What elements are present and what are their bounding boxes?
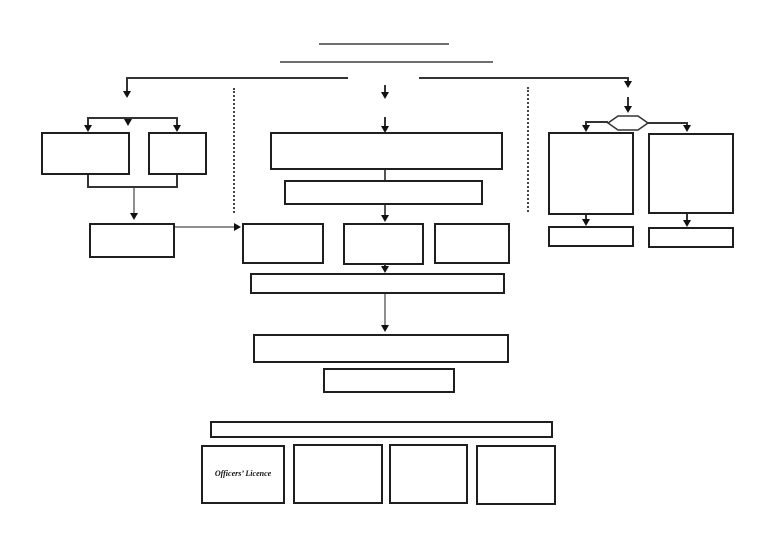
middle-branch-arrow-1-icon <box>381 92 389 99</box>
left-branch-arrow-icon <box>123 91 131 98</box>
right-tall-box-2 <box>648 133 734 214</box>
left-split-arrow-b-icon <box>173 125 181 132</box>
right-tall2-arrow-icon <box>683 220 691 227</box>
decision-hexagon <box>606 115 650 131</box>
right-tall-box-1 <box>548 132 634 215</box>
right-tall2-connector <box>686 214 688 220</box>
left-split-arrow-mid-icon <box>124 119 132 126</box>
right-tall1-connector <box>585 215 587 220</box>
right-branch-connector-1 <box>627 77 629 82</box>
bottom-bar <box>210 421 553 438</box>
middle-sub-box <box>284 180 483 205</box>
hexagon-left-connector <box>585 121 587 126</box>
row-to-wide1-connector <box>384 264 386 267</box>
left-to-middle-connector <box>175 226 234 228</box>
wide1-to-wide2-arrow-icon <box>381 325 389 332</box>
hexagon-left-arrow-icon <box>582 125 590 132</box>
left-branch-connector <box>126 77 128 91</box>
dotted-separator-right <box>527 87 529 212</box>
middle-branch-connector-2 <box>384 117 386 127</box>
left-split-arrow-a-icon <box>84 125 92 132</box>
row-to-wide1-arrow-icon <box>381 266 389 273</box>
officers-licence-label: Officers’ Licence <box>214 469 272 479</box>
branch-line-left <box>127 77 348 79</box>
middle-row-box-2 <box>343 223 424 265</box>
dotted-separator-left <box>233 88 235 213</box>
right-tall1-arrow-icon <box>582 219 590 226</box>
middle-row-box-1 <box>242 223 324 264</box>
hexagon-left-line <box>586 121 608 123</box>
middle-main-box <box>270 132 503 170</box>
middle-branch-arrow-2-icon <box>381 126 389 133</box>
branch-line-right <box>419 77 629 79</box>
left-box-a <box>41 132 130 175</box>
hexagon-right-arrow-icon <box>683 125 691 132</box>
middle-wide-box-1 <box>250 273 505 294</box>
left-split-connector-a <box>87 117 89 125</box>
right-small-box-2 <box>648 227 734 248</box>
middle-small-box <box>323 368 455 393</box>
left-merge-box <box>89 223 175 258</box>
middle-sub-to-row-arrow-icon <box>381 215 389 222</box>
hexagon-right-connector <box>686 122 688 126</box>
right-branch-connector-2 <box>627 97 629 107</box>
left-split-line <box>87 117 178 119</box>
title-underline-bottom <box>280 61 493 63</box>
wide1-to-wide2-connector <box>384 294 386 325</box>
title-underline-top <box>319 43 449 45</box>
right-branch-arrow-2-icon <box>624 106 632 113</box>
bottom-box-2 <box>293 444 383 504</box>
left-merge-bracket-left <box>87 175 89 188</box>
left-box-b <box>148 132 207 175</box>
middle-sub-to-row-connector <box>384 205 386 216</box>
bottom-box-4 <box>476 445 556 505</box>
left-to-middle-arrow-icon <box>234 223 241 231</box>
left-split-connector-mid <box>127 117 129 120</box>
bottom-box-3 <box>389 444 468 504</box>
officers-licence-box: Officers’ Licence <box>201 445 285 504</box>
left-merge-bracket-bottom <box>87 186 178 188</box>
left-split-connector-b <box>176 117 178 125</box>
right-branch-arrow-1-icon <box>624 81 632 88</box>
middle-branch-connector-1 <box>384 85 386 93</box>
left-merge-arrow-icon <box>130 213 138 220</box>
left-merge-bracket-right <box>176 175 178 188</box>
middle-row-box-3 <box>434 223 510 264</box>
hexagon-right-line <box>647 122 688 124</box>
middle-wide-box-2 <box>253 334 509 363</box>
left-merge-stem <box>133 188 135 214</box>
middle-main-to-sub-connector <box>384 170 386 180</box>
right-small-box-1 <box>548 226 634 247</box>
